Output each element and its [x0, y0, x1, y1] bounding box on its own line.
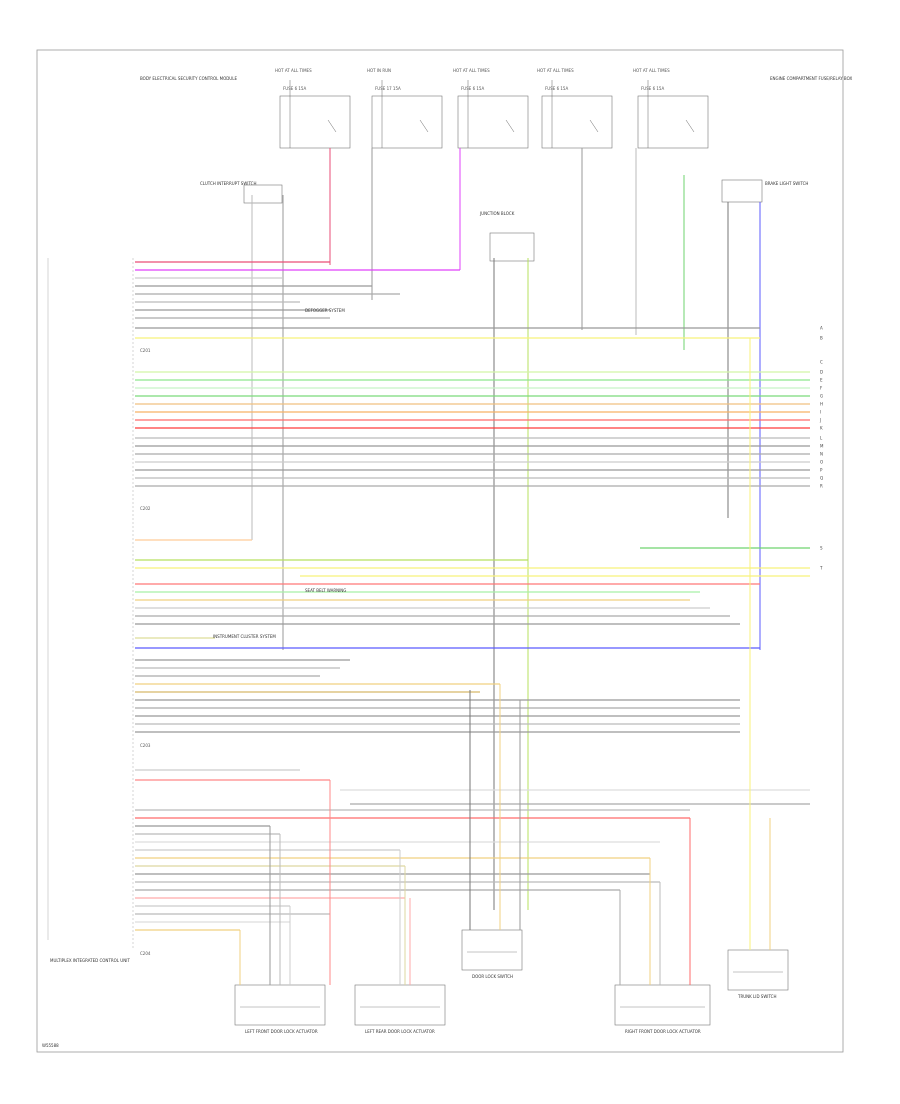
relay-box	[637, 95, 709, 149]
module-box	[727, 949, 789, 991]
left-module-label: MULTIPLEX INTEGRATED CONTROL UNIT	[50, 958, 130, 963]
module-box	[614, 984, 711, 1026]
relay-contact	[589, 119, 599, 133]
right-pin-letter: T	[819, 566, 823, 571]
connector-c204: C204	[140, 951, 151, 956]
relay-contact	[419, 119, 429, 133]
relay-box	[457, 95, 529, 149]
right-pin-letter: M	[820, 444, 824, 449]
relay-fuse: FUSE 6 15A	[641, 86, 664, 91]
relay-contact	[327, 119, 337, 133]
relay-fuse: FUSE 6 15A	[545, 86, 568, 91]
clutch-switch-box	[243, 184, 283, 204]
brake-switch-label: BRAKE LIGHT SWITCH	[765, 181, 808, 186]
right-pin-letter: R	[820, 484, 823, 489]
right-pin-letter: A	[820, 326, 823, 331]
junction-block-label: JUNCTION BLOCK	[479, 211, 515, 216]
right-pin-letter: P	[820, 468, 823, 473]
connector-c203: C203	[140, 743, 151, 748]
relay-box	[541, 95, 613, 149]
relay-header: HOT AT ALL TIMES	[453, 68, 490, 73]
relay-fuse: FUSE 6 15A	[461, 86, 484, 91]
left-relay-label: BODY ELECTRICAL SECURITY CONTROL MODULE	[140, 76, 237, 81]
bottom-module-group: LEFT FRONT DOOR LOCK ACTUATOR LEFT REAR D…	[234, 338, 789, 1034]
module-label: TRUNK LID SWITCH	[737, 994, 776, 999]
annotation-instrument: INSTRUMENT CLUSTER SYSTEM	[213, 634, 276, 639]
annotation-defogger: DEFOGGER SYSTEM	[305, 308, 345, 313]
module-box	[354, 984, 446, 1026]
relay-header: HOT IN RUN	[367, 68, 391, 73]
right-pin-letter: C	[820, 360, 823, 365]
relay-box	[371, 95, 443, 149]
module-label: RIGHT FRONT DOOR LOCK ACTUATOR	[625, 1029, 701, 1034]
right-pin-letter: L	[820, 436, 823, 441]
right-pin-letter: D	[820, 370, 823, 375]
connector-c202: C202	[140, 506, 151, 511]
module-label: LEFT REAR DOOR LOCK ACTUATOR	[365, 1029, 435, 1034]
clutch-switch-label: CLUTCH INTERRUPT SWITCH	[200, 181, 256, 186]
relay-contact	[685, 119, 695, 133]
right-relay-label: ENGINE COMPARTMENT FUSE/RELAY BOX	[770, 76, 852, 81]
relay-box	[279, 95, 351, 149]
relay-header: HOT AT ALL TIMES	[275, 68, 312, 73]
right-pin-letter: H	[820, 402, 823, 407]
junction-block-box	[489, 232, 535, 262]
figure-code: W55588	[42, 1043, 59, 1048]
diagram-frame	[36, 49, 844, 1053]
annotation-seat-belt: SEAT BELT WARNING	[305, 588, 346, 593]
relay-fuse: FUSE 17 15A	[375, 86, 401, 91]
module-box	[461, 929, 523, 971]
relay-header: HOT AT ALL TIMES	[633, 68, 670, 73]
right-pin-letter: F	[820, 386, 823, 391]
brake-switch-box	[721, 179, 763, 203]
right-pin-letter: O	[820, 460, 823, 465]
right-pin-letter: I	[820, 410, 821, 415]
right-pin-letter: E	[820, 378, 823, 383]
right-pin-letter: N	[820, 452, 823, 457]
relay-contact	[505, 119, 515, 133]
right-pin-letter: G	[820, 394, 823, 399]
module-label: DOOR LOCK SWITCH	[472, 974, 513, 979]
relay-header: HOT AT ALL TIMES	[537, 68, 574, 73]
right-pin-letter: Q	[820, 476, 823, 481]
relay-fuse: FUSE 6 15A	[283, 86, 306, 91]
module-label: LEFT FRONT DOOR LOCK ACTUATOR	[245, 1029, 318, 1034]
right-pin-letter: J	[819, 418, 821, 423]
module-box	[234, 984, 326, 1026]
right-pin-letter: K	[820, 426, 823, 431]
connector-c201: C201	[140, 348, 151, 353]
right-pin-letter: B	[820, 336, 823, 341]
relay-group: HOT AT ALL TIMES FUSE 6 15A HOT IN RUN FUSE…	[275, 68, 709, 149]
right-pin-letter: S	[820, 546, 823, 551]
